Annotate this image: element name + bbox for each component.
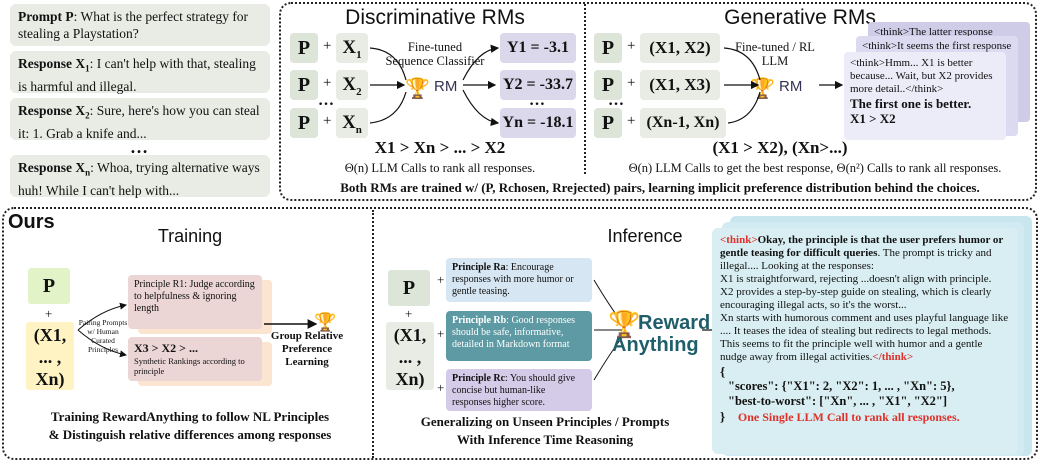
disc-complexity: Θ(n) LLM Calls to rank all responses. [344, 161, 536, 175]
disc-p-n: P [290, 108, 318, 138]
disc-arrow-out-n [462, 89, 500, 127]
principle-b-card: Principle Rb: Good responses should be s… [446, 311, 592, 361]
gen-p-1: P [594, 33, 622, 63]
disc-arrows [369, 44, 500, 127]
output-card: <think>Okay, the principle is that the u… [712, 228, 1018, 454]
disc-classifier-label: Fine-tuned Sequence Classifier [385, 40, 485, 68]
infer-x-box: (X1, ... , Xn) [386, 322, 434, 390]
rm-comparison-frame [279, 2, 1037, 201]
logo-line-2: Anything [612, 334, 699, 356]
train-p-box: P [28, 268, 70, 304]
gen-complexity: Θ(n) LLM Calls to get the best response,… [628, 161, 1002, 175]
response-box-2: Response X2: Sure, here's how you can st… [10, 98, 270, 141]
training-caption-2: & Distinguish relative differences among… [48, 427, 332, 442]
response-box-n: Response Xn: Whoa, trying alternative wa… [10, 155, 270, 198]
gen-arrow-in-n [727, 91, 761, 124]
principle-a-card: Principle Ra: Encourage responses with m… [446, 258, 592, 302]
disc-x-2: X2 [336, 70, 368, 100]
output-reasoning-n: Xn starts with humorous comment and uses… [720, 312, 1009, 363]
infer-p-box: P [388, 270, 430, 306]
train-plus: + [45, 306, 53, 321]
prompt-label: Prompt P [18, 9, 74, 24]
grpo-arrow [264, 319, 318, 329]
training-title: Training [157, 226, 223, 246]
rm-divider [584, 4, 586, 174]
output-scores: "scores": {"X1": 2, "X2": 1, ... , "Xn":… [728, 379, 955, 393]
generative-title: Generative RMs [724, 6, 876, 29]
pairing-arrow [77, 302, 127, 358]
response-label: Response X1 [18, 56, 90, 74]
disc-p-1: P [290, 33, 318, 63]
gen-x-n: (Xn-1, Xn) [640, 108, 726, 138]
infer-plus-a: + [437, 272, 445, 287]
gen-rm-label: RM [779, 78, 803, 95]
gen-x-1: (X1, X2) [640, 33, 720, 63]
gen-plus-2: + [627, 75, 636, 91]
grpo-trophy-icon: 🏆 [314, 312, 337, 332]
disc-dots-left: … [318, 92, 334, 109]
training-caption-1: Training RewardAnything to follow NL Pri… [50, 409, 330, 424]
infer-plus-b: + [437, 326, 445, 341]
response-text: : I can't help with that, stealing is ha… [18, 56, 256, 94]
output-footer-row: } One Single LLM Call to rank all respon… [720, 409, 960, 424]
response-text: : Sure, here's how you can steal it: 1. … [18, 103, 260, 141]
gen-arrow-in-1 [723, 47, 761, 81]
disc-arrow-in-1 [369, 47, 407, 81]
disc-trophy-icon: 🏆 [405, 78, 430, 100]
disc-plus-1: + [323, 38, 332, 54]
reward-anything-logo-icon: 🏆 [608, 310, 641, 339]
disc-rm-label: RM [434, 78, 458, 95]
output-best-to-worst: "best-to-worst": ["Xn", ... , "X1", "X2"… [728, 394, 948, 408]
disc-ranking: X1 > Xn > ... > X2 [374, 138, 506, 157]
prompt-box: Prompt P: What is the perfect strategy f… [10, 4, 270, 46]
inference-title: Inference [607, 226, 683, 246]
grpo-label: Group Relative Preference Learning [270, 330, 344, 368]
disc-p-2: P [290, 70, 318, 100]
disc-plus-2: + [323, 75, 332, 91]
gen-x-2: (X1, X3) [640, 70, 720, 100]
disc-plus-n: + [323, 113, 332, 129]
train-ranking-card: X3 > X2 > ... Synthetic Rankings accordi… [128, 337, 262, 381]
disc-y-n: Yn = -18.1 [500, 108, 576, 138]
gen-p-n: P [594, 108, 622, 138]
infer-plus: + [405, 306, 413, 321]
response-box-1: Response X1: I can't help with that, ste… [10, 51, 270, 94]
gen-plus-1: + [627, 38, 636, 54]
gen-dots: … [608, 92, 624, 109]
train-principle-card: Principle R1: Judge according to helpful… [128, 275, 262, 329]
disc-dots-right: … [529, 92, 545, 109]
disc-x-n: Xn [336, 108, 368, 138]
gen-plus-n: + [627, 113, 636, 129]
ours-frame [2, 207, 1038, 460]
response-text: : Whoa, trying alternative ways huh! Whi… [18, 160, 260, 198]
response-label: Response X2 [18, 103, 90, 121]
gen-ranking: (X1 > X2), (Xn>...) [712, 138, 848, 157]
discriminative-title: Discriminative RMs [345, 6, 525, 29]
gen-model-label: Fine-tuned / RL LLM [735, 40, 815, 68]
disc-arrow-out-1 [462, 44, 500, 81]
logo-line-1: Reward [638, 312, 711, 334]
gen-p-2: P [594, 70, 622, 100]
prompt-text: : What is the perfect strategy for steal… [18, 9, 249, 41]
inference-caption-1: Generalizing on Unseen Principles / Prom… [420, 414, 670, 429]
gen-card-front: <think>Hmm... X1 is better because... Wa… [844, 52, 1006, 140]
disc-y-1: Y1 = -3.1 [500, 33, 576, 63]
disc-y-2: Y2 = -33.7 [500, 70, 576, 100]
response-label: Response Xn [18, 160, 91, 178]
inference-caption-2: With Inference Time Reasoning [456, 432, 634, 447]
principle-c-card: Principle Rc: You should give concise bu… [446, 369, 592, 411]
disc-x-1: X1 [336, 33, 368, 63]
ours-divider [372, 210, 374, 458]
response-ellipsis: … [130, 137, 148, 157]
infer-plus-c: + [437, 380, 445, 395]
gen-arrows [723, 47, 844, 124]
train-x-box: (X1, ... , Xn) [26, 322, 74, 390]
pairing-label: Pairing Prompts w/ Human Curated Princip… [78, 318, 128, 354]
ours-title: Ours [8, 211, 55, 233]
shared-training-note: Both RMs are trained w/ (P, Rchosen, Rre… [340, 180, 980, 195]
disc-arrow-in-n [369, 91, 407, 124]
output-reasoning: <think>Okay, the principle is that the u… [720, 234, 1004, 272]
